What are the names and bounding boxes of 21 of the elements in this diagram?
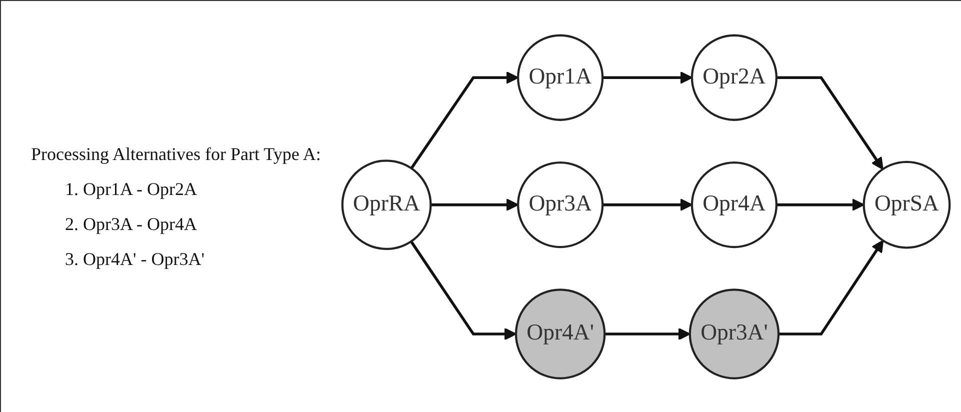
node-circle: Opr2A	[690, 34, 778, 121]
list-heading: Processing Alternatives for Part Type A:	[31, 144, 322, 164]
arrow	[604, 327, 690, 340]
arrow	[778, 240, 884, 336]
arrow	[776, 198, 864, 211]
list-item: 1. Opr1A - Opr2A	[64, 178, 198, 200]
arrow	[602, 71, 693, 84]
node-circle: Opr4A	[690, 161, 778, 248]
node-circle: OprSA	[862, 160, 951, 248]
node-circle: Opr3A'	[688, 288, 780, 380]
arrow	[410, 71, 519, 169]
node-circle: Opr3A	[516, 161, 604, 248]
list-item: 3. Opr4A' - Opr3A'	[64, 248, 206, 270]
node-circle: Opr1A	[516, 34, 604, 121]
list-item: 2. Opr3A - Opr4A	[64, 214, 198, 234]
arrow	[602, 198, 693, 211]
arrow	[430, 198, 519, 211]
node-circle: Opr4A'	[514, 288, 606, 380]
arrow	[776, 76, 884, 170]
node-circle: OprRA	[341, 159, 432, 250]
arrow	[410, 240, 517, 340]
